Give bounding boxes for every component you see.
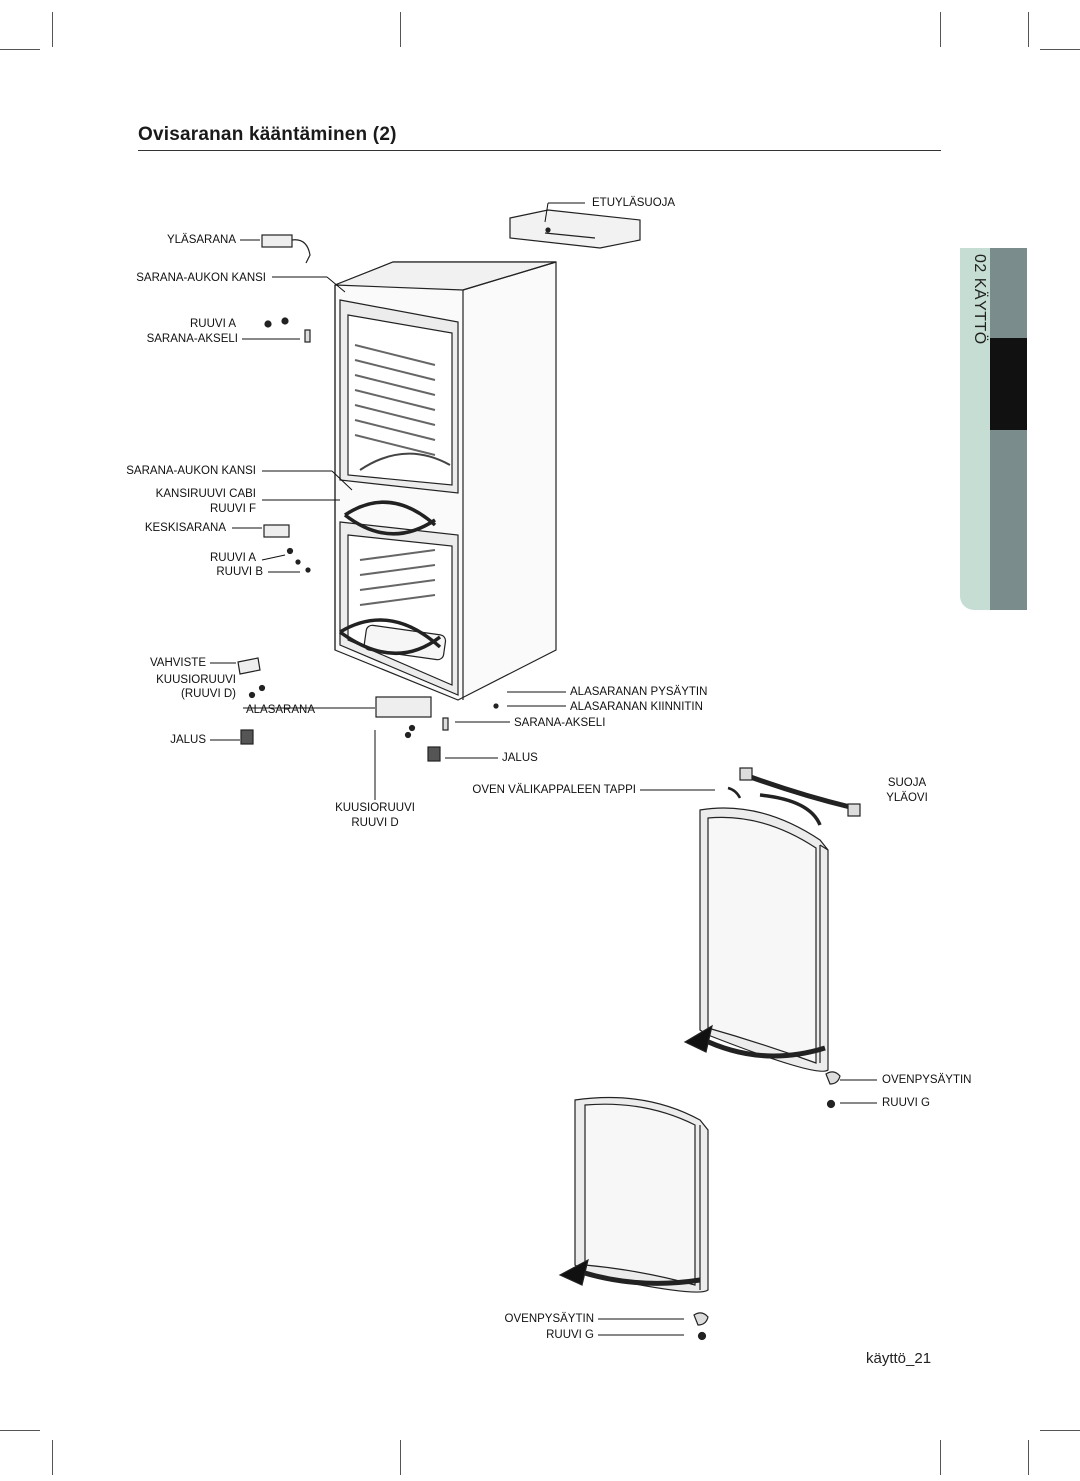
- crop-mark: [1028, 12, 1029, 47]
- label-kuusioruuvi-bottom: KUUSIORUUVI: [335, 802, 415, 814]
- crop-mark: [400, 12, 401, 47]
- page-number: käyttö_21: [866, 1350, 932, 1367]
- label-suoja: SUOJA: [887, 777, 927, 789]
- upper-door: [699, 807, 829, 1072]
- foot-part: [240, 729, 254, 745]
- chapter-tab: 02 KÄYTTÖ: [960, 248, 1027, 610]
- label-ovenpysaytin-bottom: OVENPYSÄYTIN: [504, 1313, 594, 1325]
- label-ruuvi-d-paren: (RUUVI D): [181, 688, 236, 700]
- label-ruuvi-b: RUUVI B: [216, 566, 263, 578]
- label-ylaovi: YLÄOVI: [886, 792, 928, 804]
- door-stopper-part: [693, 1312, 709, 1326]
- bottom-hinge-part: [375, 696, 432, 718]
- top-hinge-part: [261, 234, 311, 264]
- label-vahviste: VAHVISTE: [149, 657, 206, 669]
- label-sarana-akseli-bottom: SARANA-AKSELI: [514, 717, 606, 729]
- label-oven-valikappaleen-tappi: OVEN VÄLIKAPPALEEN TAPPI: [472, 784, 636, 796]
- crop-mark: [52, 12, 53, 47]
- label-ruuvi-d-bottom: RUUVI D: [351, 817, 399, 829]
- label-ruuvi-g-right: RUUVI G: [882, 1097, 930, 1109]
- label-kuusioruuvi-left: KUUSIORUUVI: [156, 674, 236, 686]
- guard-part: [739, 767, 861, 817]
- foot-part: [427, 746, 441, 762]
- label-ruuvi-a-top: RUUVI A: [189, 318, 236, 330]
- crop-mark: [1040, 1430, 1080, 1431]
- label-alasaranan-kiinnitin: ALASARANAN KIINNITIN: [570, 701, 703, 713]
- chapter-tab-label: 02 KÄYTTÖ: [971, 254, 988, 345]
- crop-mark: [1028, 1440, 1029, 1475]
- rotation-arrow: [338, 500, 442, 656]
- middle-hinge-part: [263, 524, 290, 538]
- crop-mark: [940, 12, 941, 47]
- front-top-cover-part: [509, 209, 641, 249]
- hinge-pin-part: [442, 717, 449, 731]
- label-alasarana: ALASARANA: [245, 704, 315, 716]
- crop-mark: [0, 1430, 40, 1431]
- label-keskisarana: KESKISARANA: [144, 522, 226, 534]
- label-jalus-left: JALUS: [170, 734, 206, 746]
- label-ovenpysaytin-right: OVENPYSÄYTIN: [882, 1074, 972, 1086]
- screw-group: [248, 317, 836, 1341]
- rotation-arrow: [759, 793, 822, 826]
- label-kansiruuvi-cabi: KANSIRUUVI CABI: [155, 488, 256, 500]
- door-stopper-part: [825, 1071, 841, 1085]
- label-sarana-akseli-top: SARANA-AKSELI: [146, 333, 238, 345]
- chapter-tab-light: [960, 248, 990, 610]
- arrow-head: [683, 1024, 713, 1053]
- label-alasaranan-pysaytin: ALASARANAN PYSÄYTIN: [570, 686, 708, 698]
- page-title: Ovisaranan kääntäminen (2): [138, 124, 397, 145]
- label-ruuvi-f: RUUVI F: [210, 503, 256, 515]
- label-etuylasuoja: ETUYLÄSUOJA: [592, 197, 676, 209]
- label-sarana-aukon-kansi-top: SARANA-AUKON KANSI: [136, 272, 266, 284]
- crop-mark: [52, 1440, 53, 1475]
- label-jalus-right: JALUS: [502, 752, 538, 764]
- rotation-arrow: [698, 1035, 826, 1059]
- crop-mark: [400, 1440, 401, 1475]
- label-sarana-aukon-kansi-mid: SARANA-AUKON KANSI: [126, 465, 256, 477]
- label-ruuvi-g-bottom: RUUVI G: [546, 1329, 594, 1341]
- reinforcement-part: [237, 657, 261, 675]
- crop-mark: [940, 1440, 941, 1475]
- lower-door: [574, 1096, 709, 1293]
- chapter-tab-active-marker: [990, 338, 1027, 430]
- arrow-head: [558, 1258, 589, 1286]
- crop-mark: [1040, 49, 1080, 50]
- label-ruuvi-a-mid: RUUVI A: [209, 552, 256, 564]
- title-divider: [138, 150, 941, 151]
- crop-mark: [0, 49, 40, 50]
- hinge-pin-part: [304, 329, 311, 343]
- fridge-cabinet: [334, 261, 557, 701]
- rotation-arrow: [574, 1267, 701, 1286]
- door-pin-part: [727, 786, 742, 799]
- label-ylasarana: YLÄSARANA: [166, 234, 236, 246]
